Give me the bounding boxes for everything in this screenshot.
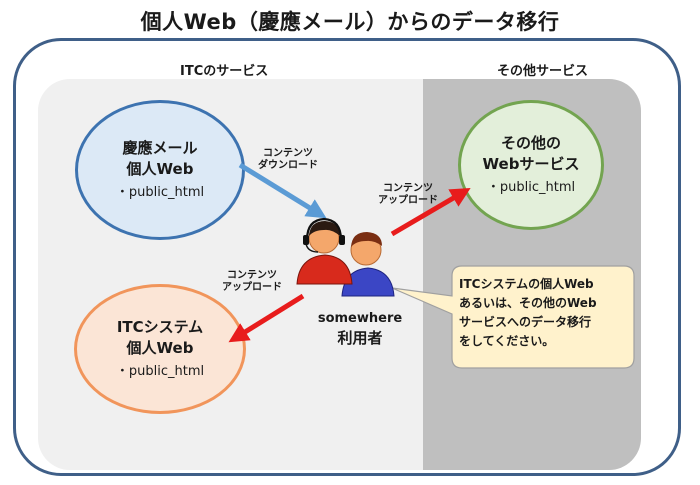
other-web-service-circle: その他の Webサービス ・public_html xyxy=(458,100,604,230)
other-circle-line1: その他の xyxy=(500,134,561,152)
user-name-ja: 利用者 xyxy=(337,329,383,347)
other-circle-folder: ・public_html xyxy=(486,180,576,195)
callout-line2: あるいは、その他のWeb xyxy=(459,296,597,310)
page-title: 個人Web（慶應メール）からのデータ移行 xyxy=(140,10,560,34)
itc-system-web-circle: ITCシステム 個人Web ・public_html xyxy=(74,284,246,414)
user-label: somewhere 利用者 xyxy=(300,310,420,348)
download-arrow xyxy=(238,162,327,219)
upload-other-label-line1: コンテンツ xyxy=(383,183,433,194)
download-label-line1: コンテンツ xyxy=(263,148,313,159)
upload-other-label-line2: アップロード xyxy=(378,195,438,206)
itc-section-label: ITCのサービス xyxy=(180,64,269,79)
callout-line1: ITCシステムの個人Web xyxy=(459,277,594,291)
users-icon xyxy=(296,217,395,297)
user-name-en: somewhere xyxy=(317,311,403,326)
upload-to-itc-arrow xyxy=(228,293,305,343)
callout-line4: をしてください。 xyxy=(459,334,555,348)
upload-itc-label: コンテンツ アップロード xyxy=(222,270,282,294)
itc-circle-folder: ・public_html xyxy=(115,364,205,379)
callout-line3: サービスへのデータ移行 xyxy=(459,315,592,329)
upload-itc-label-line1: コンテンツ xyxy=(227,270,277,281)
itc-circle-line1: ITCシステム xyxy=(116,318,204,336)
upload-other-label: コンテンツ アップロード xyxy=(378,183,438,207)
upload-itc-label-line2: アップロード xyxy=(222,282,282,293)
keio-circle-line2: 個人Web xyxy=(126,160,194,178)
upload-to-other-arrow xyxy=(390,187,471,237)
other-section-label: その他サービス xyxy=(497,64,589,79)
download-label: コンテンツ ダウンロード xyxy=(258,148,318,172)
itc-circle-line2: 個人Web xyxy=(126,339,194,357)
keio-circle-line1: 慶應メール xyxy=(122,139,198,157)
callout-text: ITCシステムの個人Web あるいは、その他のWeb サービスへのデータ移行 を… xyxy=(459,275,627,351)
keio-circle-folder: ・public_html xyxy=(115,185,205,200)
other-circle-line2: Webサービス xyxy=(482,155,580,173)
callout-bubble xyxy=(391,265,635,369)
download-label-line2: ダウンロード xyxy=(258,160,318,171)
